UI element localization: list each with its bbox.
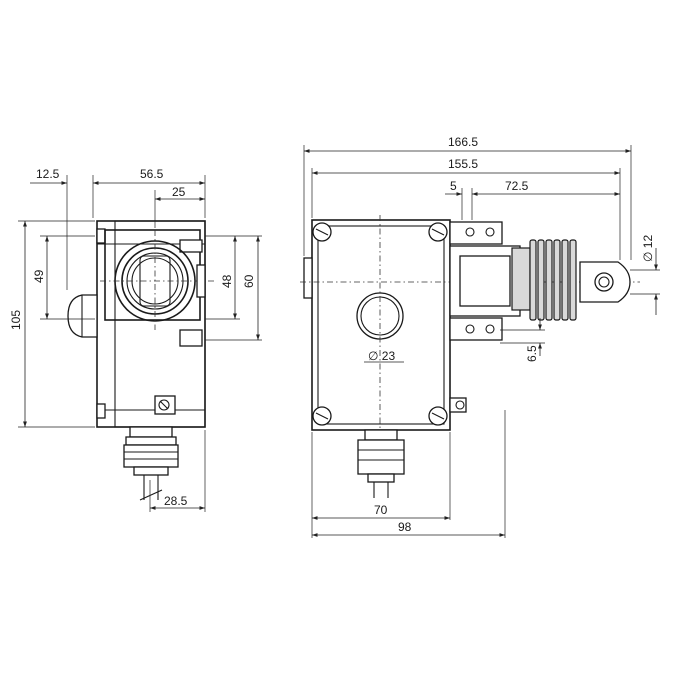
dim-56-5: 56.5	[140, 167, 164, 181]
dim-dia-12: ∅ 12	[641, 235, 655, 262]
left-cable-gland	[123, 426, 179, 501]
dim-166-5: 166.5	[448, 135, 478, 149]
right-actuator	[449, 221, 631, 341]
left-extension-lines	[18, 175, 262, 512]
dim-49: 49	[32, 269, 46, 283]
dim-48: 48	[220, 274, 234, 288]
dim-72-5: 72.5	[505, 179, 529, 193]
dim-155-5: 155.5	[448, 157, 478, 171]
dim-28-5: 28.5	[164, 494, 188, 508]
dim-12-5: 12.5	[36, 167, 60, 181]
left-button-dome	[67, 294, 98, 338]
right-extension-lines	[303, 145, 660, 538]
right-view: 166.5 155.5 5 72.5 ∅ 12 6.5 ∅ 23 70 98	[300, 135, 660, 538]
left-terminal-screw	[154, 395, 176, 415]
dim-70: 70	[374, 503, 388, 517]
left-actuator-head	[100, 229, 215, 347]
dim-98: 98	[398, 520, 412, 534]
left-view: 12.5 56.5 25 105 49 48 60 28.5	[9, 167, 262, 512]
dim-60: 60	[242, 274, 256, 288]
dim-6-5: 6.5	[525, 345, 539, 362]
dim-dia-23: ∅ 23	[368, 349, 395, 363]
dim-5: 5	[450, 179, 457, 193]
right-dimension-lines	[304, 149, 658, 537]
left-dimension-lines	[23, 181, 260, 510]
dim-25: 25	[172, 185, 186, 199]
dim-105: 105	[9, 310, 23, 330]
right-cable-gland	[357, 429, 405, 498]
